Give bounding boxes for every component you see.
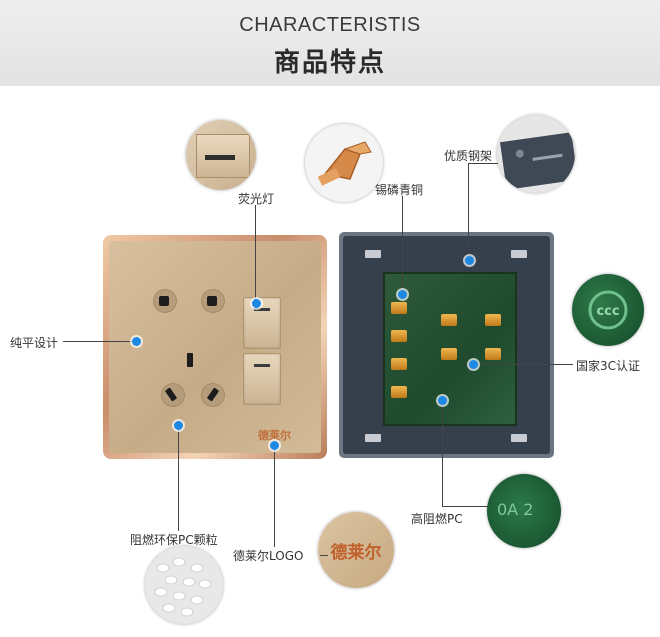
socket-front-frame: 德莱尔 [103,235,327,459]
terminal-screw [391,330,407,342]
terminal-screw [391,386,407,398]
callout-dot [465,256,474,265]
terminal-screw [485,348,501,360]
header-band: CHARACTERISTIS 商品特点 [0,0,660,86]
header-title-en: CHARACTERISTIS [239,14,421,36]
outlet-two-pin-left [153,289,177,313]
pc-marking-text: 0A 2 [497,500,534,519]
svg-text:ccc: ccc [596,304,619,319]
socket-back-plate [343,236,550,454]
outlet-three-pin-top-slot [187,353,193,367]
ccc-logo-icon: ccc [588,290,628,330]
fluorescent-light-closeup [186,120,256,190]
label-ccc-certification: 国家3C认证 [576,359,641,373]
pc-material-closeup: 0A 2 [487,474,561,548]
callout-dot [469,360,478,369]
flame-retardant-body [383,272,517,426]
label-pc-granules: 阻燃环保PC颗粒 [130,533,218,547]
outlet-two-pin-right [201,289,225,313]
rocker-switch-bottom[interactable] [243,353,281,405]
callout-dot [132,337,141,346]
socket-front-face: 德莱尔 [109,241,321,453]
label-brand-logo: 德莱尔LOGO [233,549,304,563]
ccc-mark-closeup: ccc [572,274,644,346]
granules-icon [154,557,212,617]
steel-frame-icon [500,132,575,190]
steel-frame-closeup [497,115,575,193]
callout-dot [438,396,447,405]
outlet-three-pin-right [201,383,225,407]
label-flat-design: 纯平设计 [10,336,59,350]
phosphor-bronze-closeup [305,124,383,202]
terminal-screw [391,358,407,370]
label-flame-retardant-pc: 高阻燃PC [411,512,463,526]
label-phosphor-bronze: 锡磷青铜 [375,183,424,197]
fluorescent-indicator [254,364,270,367]
terminal-screw [391,302,407,314]
outlet-three-pin-left [161,383,185,407]
terminal-screw [441,348,457,360]
socket-back-frame [339,232,554,458]
brand-logo-badge: 德莱尔 [330,543,382,563]
pc-granules-closeup [145,546,223,624]
rocker-switch-top[interactable] [243,297,281,349]
terminal-screw [485,314,501,326]
terminal-screw [441,314,457,326]
bronze-contact-icon [317,141,372,186]
brand-logo-closeup: 德莱尔 [318,512,394,588]
callout-dot [398,290,407,299]
callout-dot [252,299,261,308]
label-quality-steel-frame: 优质钢架 [444,149,493,163]
callout-dot [270,441,279,450]
label-fluorescent-light: 荧光灯 [238,192,275,206]
fluorescent-indicator [254,308,270,311]
closeup-switch-icon [196,134,250,178]
header-title-cn: 商品特点 [273,48,386,78]
callout-dot [174,421,183,430]
panel-brand-mark: 德莱尔 [258,429,291,442]
